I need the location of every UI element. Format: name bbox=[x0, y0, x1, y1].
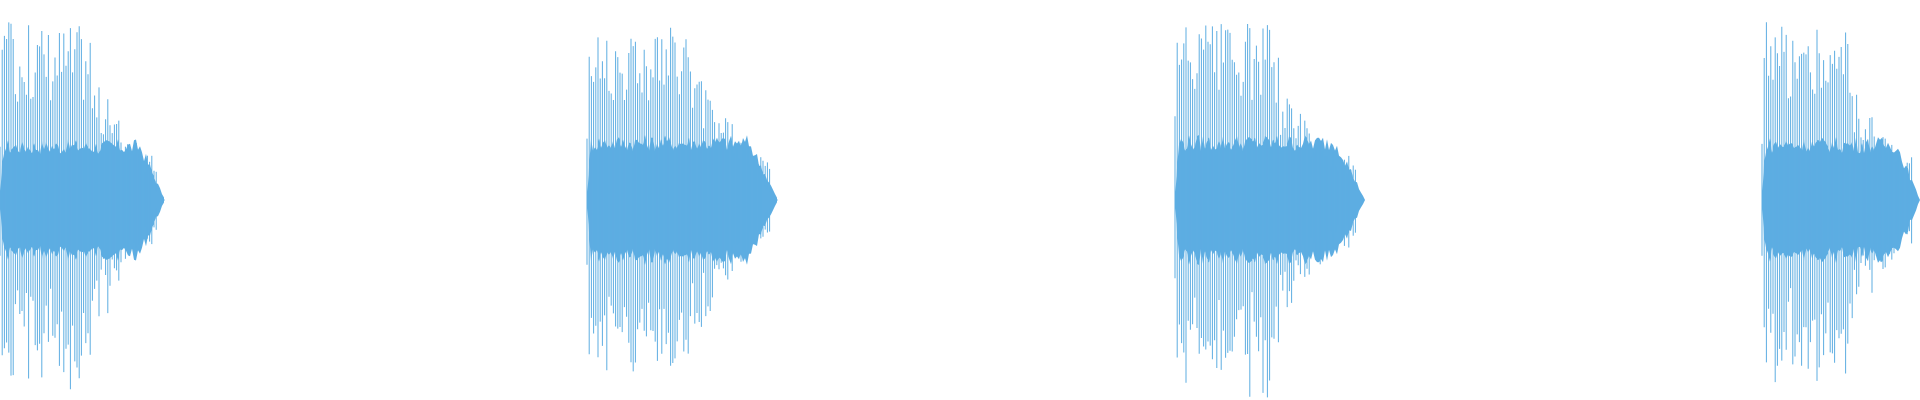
waveform-burst bbox=[1174, 24, 1365, 398]
waveform-burst bbox=[586, 27, 778, 372]
waveform-burst bbox=[1761, 22, 1920, 383]
waveform-tail bbox=[151, 186, 165, 214]
waveform-burst bbox=[0, 22, 165, 390]
waveform-tail bbox=[764, 186, 778, 214]
waveform-tail bbox=[1351, 186, 1365, 214]
